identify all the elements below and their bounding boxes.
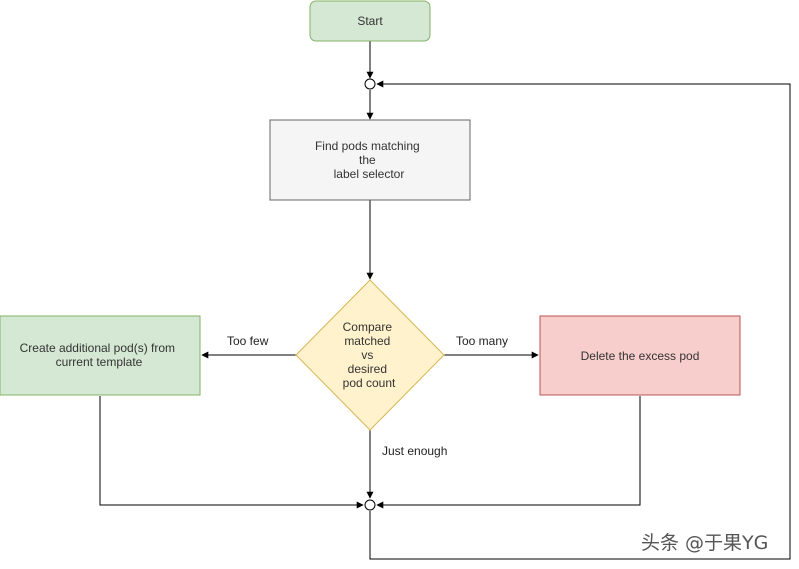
compare-line-4: desired [348, 362, 387, 376]
edge-label-too-few: Too few [227, 334, 269, 348]
delete-pod-node-box [539, 315, 741, 396]
edge-create-to-bottom-junction [99, 396, 364, 509]
find-pods-line-2: the [359, 153, 376, 167]
create-pods-line-2: current template [56, 355, 143, 369]
edge-label-just-enough: Just enough [382, 444, 447, 458]
find-pods-line-1: Find pods matching [315, 139, 420, 153]
start-node: Start [309, 0, 431, 42]
start-node-box [309, 0, 431, 42]
create-pods-node-box [0, 315, 201, 396]
compare-line-5: pod count [343, 376, 396, 390]
find-pods-node: Find pods matching the label selector [269, 119, 471, 201]
create-pods-line-1: Create additional pod(s) from [20, 341, 175, 355]
delete-pod-node-label: Delete the excess pod [581, 349, 700, 363]
connectors [99, 41, 791, 560]
top-junction [364, 78, 376, 90]
compare-decision-diamond [295, 279, 445, 431]
create-pods-node-label: Create additional pod(s) from current te… [20, 341, 179, 369]
watermark-text: 头条 @于果YG [641, 532, 768, 554]
compare-decision-label: Compare matched vs desired pod count [343, 320, 396, 390]
compare-line-2: matched [344, 334, 390, 348]
find-pods-node-label: Find pods matching the label selector [315, 139, 423, 181]
delete-pod-node: Delete the excess pod [539, 315, 741, 396]
start-node-label: Start [357, 14, 383, 28]
edge-label-too-many: Too many [456, 334, 508, 348]
create-pods-node: Create additional pod(s) from current te… [0, 315, 201, 396]
find-pods-line-3: label selector [334, 167, 405, 181]
compare-decision-node: Compare matched vs desired pod count [295, 279, 445, 431]
compare-line-1: Compare [343, 320, 393, 334]
edge-loop-back-to-top-junction [369, 80, 791, 560]
edge-delete-to-bottom-junction [376, 396, 641, 509]
find-pods-node-box [269, 119, 471, 201]
compare-line-3: vs [361, 348, 373, 362]
bottom-junction [364, 499, 376, 511]
